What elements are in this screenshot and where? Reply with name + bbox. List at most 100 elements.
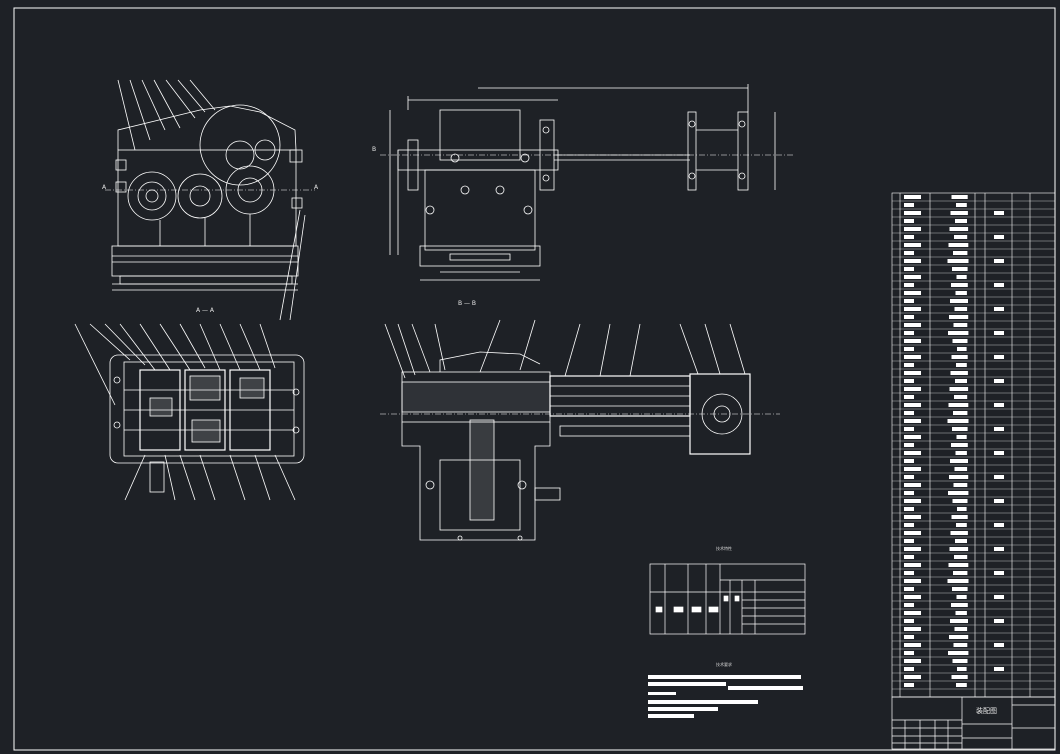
- parts-list-cell: [904, 475, 914, 479]
- parts-list-cell: [951, 515, 968, 519]
- parts-list-cell: [904, 363, 914, 367]
- parts-list-cell: [904, 539, 914, 543]
- section-aa-view: [74, 323, 305, 501]
- parts-list-cell: [953, 411, 968, 415]
- parts-list-cell: [904, 275, 921, 279]
- parts-list-cell: [994, 523, 1004, 527]
- parts-list-cell: [953, 483, 968, 487]
- parts-list-cell: [957, 667, 967, 671]
- parts-list-cell: [904, 595, 921, 599]
- parts-list-cell: [904, 651, 914, 655]
- parts-list-cell: [951, 443, 968, 447]
- parts-list-cell: [904, 259, 921, 263]
- parts-list-cell: [953, 643, 968, 647]
- spec-table-title: 技术特性: [716, 546, 732, 551]
- drawing-title: 装配图: [976, 707, 997, 715]
- parts-list-cell: [952, 499, 968, 503]
- parts-list-cell: [904, 315, 914, 319]
- parts-list-cell: [904, 435, 921, 439]
- parts-list-cell: [951, 195, 968, 199]
- parts-list-cell: [994, 595, 1004, 599]
- parts-list-cell: [956, 203, 967, 207]
- parts-list-cell: [904, 427, 914, 431]
- parts-list-cell: [951, 355, 968, 359]
- parts-list-cell: [994, 211, 1004, 215]
- parts-list-cell: [954, 467, 968, 471]
- parts-list-cell: [956, 275, 967, 279]
- parts-list-cell: [955, 219, 967, 223]
- parts-list-cell: [954, 307, 968, 311]
- parts-list-cell: [904, 619, 914, 623]
- parts-list-cell: [904, 659, 921, 663]
- parts-list-cell: [904, 419, 921, 423]
- parts-list-cell: [904, 611, 921, 615]
- tech-requirements-title: 技术要求: [716, 662, 732, 667]
- parts-list-cell: [954, 555, 968, 559]
- parts-list-cell: [904, 483, 921, 487]
- parts-list-cell: [994, 619, 1004, 623]
- parts-list-cell: [904, 643, 921, 647]
- parts-list-cell: [904, 323, 921, 327]
- section-aa-label: A — A: [196, 307, 215, 314]
- parts-list-cell: [904, 579, 921, 583]
- parts-list-cell: [949, 227, 969, 231]
- parts-list-cell: [951, 603, 968, 607]
- parts-list-cell: [904, 563, 921, 567]
- parts-list-cell: [948, 331, 969, 335]
- parts-list-cell: [994, 259, 1004, 263]
- parts-list-cell: [950, 211, 968, 215]
- parts-list-cell: [904, 443, 914, 447]
- parts-list-cell: [994, 283, 1004, 287]
- parts-list-cell: [952, 339, 968, 343]
- front-view: [105, 79, 315, 321]
- parts-list-cell: [952, 659, 968, 663]
- parts-list-cell: [994, 475, 1004, 479]
- parts-list-cell: [904, 227, 921, 231]
- parts-list-cell: [904, 339, 921, 343]
- section-marker-a-left: A: [102, 184, 107, 191]
- parts-list-cell: [904, 627, 921, 631]
- parts-list-cell: [904, 379, 914, 383]
- parts-list-cell: [994, 307, 1004, 311]
- parts-list-cell: [904, 635, 914, 639]
- parts-list-cell: [955, 379, 967, 383]
- tech-requirements: [648, 675, 803, 718]
- parts-list-cell: [955, 451, 967, 455]
- parts-list-cell: [904, 683, 914, 687]
- parts-list-cell: [904, 219, 914, 223]
- parts-list-cell: [904, 459, 914, 463]
- parts-list-cell: [952, 427, 968, 431]
- parts-list-cell: [994, 427, 1004, 431]
- parts-list-cell: [949, 547, 969, 551]
- parts-list-cell: [904, 675, 921, 679]
- parts-list-cell: [904, 251, 914, 255]
- parts-list-cell: [950, 299, 968, 303]
- parts-list-cell: [994, 571, 1004, 575]
- parts-list-cell: [904, 411, 914, 415]
- parts-list-cell: [904, 547, 921, 551]
- parts-list-cell: [949, 387, 969, 391]
- parts-list-cell: [994, 547, 1004, 551]
- parts-list-cell: [904, 531, 921, 535]
- parts-list-cell: [994, 331, 1004, 335]
- parts-list-cell: [904, 467, 921, 471]
- parts-list-cell: [956, 523, 967, 527]
- parts-list-cell: [904, 243, 921, 247]
- section-bb-view: [380, 319, 780, 541]
- parts-list-cell: [951, 283, 968, 287]
- parts-list-cell: [904, 523, 914, 527]
- parts-list-cell: [951, 675, 968, 679]
- parts-list-cell: [953, 251, 968, 255]
- parts-list-cell: [994, 499, 1004, 503]
- parts-list-cell: [956, 683, 967, 687]
- section-marker-a-right: A: [314, 184, 319, 191]
- parts-list-cell: [904, 403, 921, 407]
- parts-list-cell: [904, 347, 914, 351]
- parts-list-cell: [947, 419, 969, 423]
- parts-list-cell: [904, 395, 914, 399]
- parts-list-cell: [904, 283, 914, 287]
- parts-list-cell: [904, 355, 921, 359]
- parts-list-cell: [994, 667, 1004, 671]
- parts-list-cell: [904, 507, 914, 511]
